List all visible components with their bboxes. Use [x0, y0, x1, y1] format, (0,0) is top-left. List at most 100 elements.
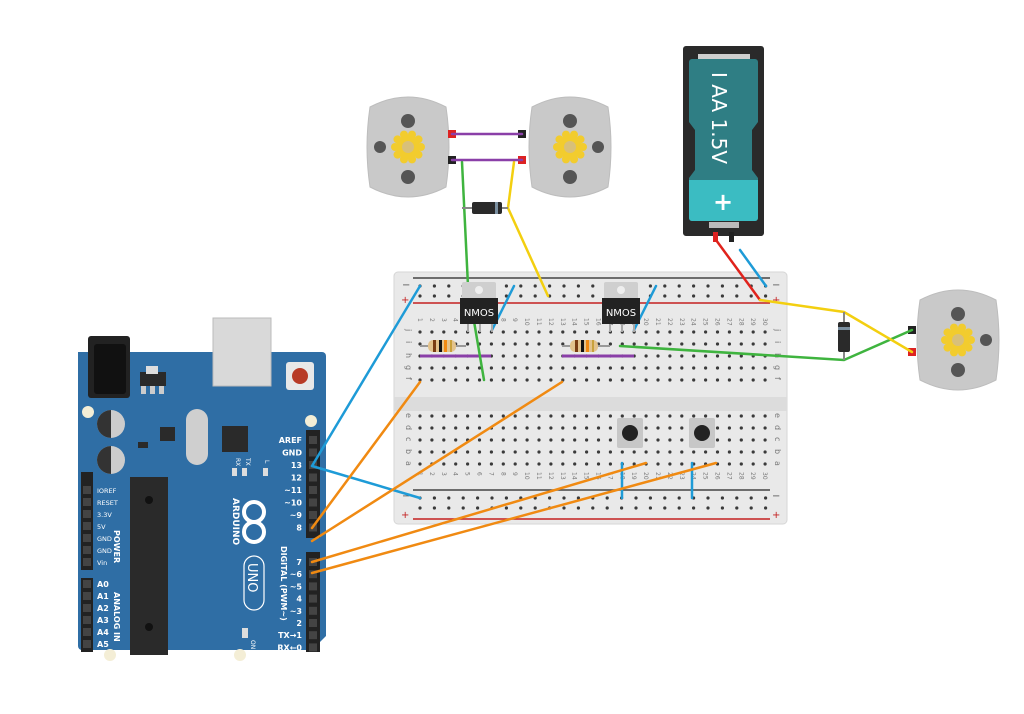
breadboard-hole[interactable]	[644, 330, 648, 334]
dc-motor[interactable]	[518, 96, 612, 198]
battery-aa[interactable]: I AA 1.5V +	[683, 46, 764, 242]
header-pin[interactable]	[83, 510, 91, 518]
rail-hole[interactable]	[764, 506, 768, 510]
header-pin[interactable]	[309, 511, 317, 519]
breadboard-hole[interactable]	[537, 414, 541, 418]
breadboard-hole[interactable]	[727, 330, 732, 334]
header-pin[interactable]	[83, 522, 91, 530]
dc-motor[interactable]	[908, 289, 1000, 391]
breadboard-hole[interactable]	[715, 450, 720, 454]
rail-hole[interactable]	[663, 284, 667, 288]
breadboard-hole[interactable]	[525, 414, 529, 418]
breadboard-hole[interactable]	[561, 414, 565, 418]
rail-hole[interactable]	[476, 496, 480, 500]
rail-hole[interactable]	[706, 284, 710, 288]
breadboard-hole[interactable]	[477, 438, 482, 442]
breadboard-hole[interactable]	[454, 426, 458, 430]
breadboard-hole[interactable]	[418, 462, 422, 466]
rail-hole[interactable]	[562, 294, 566, 298]
breadboard-hole[interactable]	[430, 330, 434, 334]
rail-hole[interactable]	[735, 294, 739, 298]
breadboard-hole[interactable]	[656, 462, 660, 466]
rail-hole[interactable]	[432, 294, 436, 298]
breadboard-hole[interactable]	[656, 438, 660, 442]
push-button[interactable]	[617, 418, 643, 448]
breadboard-hole[interactable]	[466, 378, 470, 382]
breadboard-hole[interactable]	[525, 366, 529, 370]
breadboard-hole[interactable]	[751, 462, 755, 466]
breadboard-hole[interactable]	[715, 354, 720, 358]
header-pin[interactable]	[83, 580, 91, 588]
breadboard-hole[interactable]	[561, 462, 565, 466]
rail-hole[interactable]	[504, 284, 508, 288]
rail-hole[interactable]	[677, 506, 681, 510]
breadboard-hole[interactable]	[454, 462, 458, 466]
breadboard-hole[interactable]	[656, 426, 660, 430]
breadboard-hole[interactable]	[668, 342, 672, 346]
breadboard-hole[interactable]	[608, 366, 613, 370]
breadboard-hole[interactable]	[620, 342, 624, 346]
rail-hole[interactable]	[591, 284, 595, 288]
breadboard-hole[interactable]	[680, 366, 684, 370]
breadboard-hole[interactable]	[537, 438, 541, 442]
rail-hole[interactable]	[418, 506, 422, 510]
breadboard-hole[interactable]	[739, 342, 743, 346]
breadboard-hole[interactable]	[632, 342, 636, 346]
breadboard-hole[interactable]	[501, 450, 505, 454]
breadboard-hole[interactable]	[573, 414, 577, 418]
rail-hole[interactable]	[418, 294, 422, 298]
dc-motor[interactable]	[366, 96, 456, 198]
breadboard-hole[interactable]	[692, 450, 696, 454]
header-pin[interactable]	[83, 616, 91, 624]
breadboard-hole[interactable]	[656, 366, 660, 370]
breadboard-hole[interactable]	[537, 462, 541, 466]
header-pin[interactable]	[83, 486, 91, 494]
rail-hole[interactable]	[548, 284, 552, 288]
header-pin[interactable]	[83, 640, 91, 648]
breadboard-hole[interactable]	[727, 378, 732, 382]
breadboard-hole[interactable]	[751, 414, 755, 418]
breadboard-hole[interactable]	[739, 378, 743, 382]
rail-hole[interactable]	[576, 496, 581, 500]
breadboard-hole[interactable]	[477, 462, 482, 466]
breadboard-hole[interactable]	[430, 378, 434, 382]
breadboard-hole[interactable]	[561, 438, 565, 442]
rail-hole[interactable]	[692, 284, 696, 288]
breadboard-hole[interactable]	[644, 426, 648, 430]
breadboard-hole[interactable]	[704, 414, 708, 418]
header-pin[interactable]	[83, 558, 91, 566]
breadboard-hole[interactable]	[525, 330, 529, 334]
breadboard-hole[interactable]	[727, 366, 732, 370]
breadboard-hole[interactable]	[644, 378, 648, 382]
rail-hole[interactable]	[476, 506, 480, 510]
rail-hole[interactable]	[504, 506, 508, 510]
breadboard-hole[interactable]	[501, 342, 505, 346]
resistor[interactable]	[420, 340, 466, 352]
rail-hole[interactable]	[576, 506, 581, 510]
breadboard-hole[interactable]	[454, 438, 458, 442]
breadboard-hole[interactable]	[585, 462, 589, 466]
breadboard-hole[interactable]	[596, 414, 601, 418]
breadboard-hole[interactable]	[525, 438, 529, 442]
breadboard-hole[interactable]	[418, 342, 422, 346]
breadboard-hole[interactable]	[715, 438, 720, 442]
breadboard-hole[interactable]	[763, 414, 767, 418]
breadboard-hole[interactable]	[632, 414, 636, 418]
breadboard-hole[interactable]	[561, 366, 565, 370]
breadboard-hole[interactable]	[454, 330, 458, 334]
breadboard-hole[interactable]	[668, 330, 672, 334]
rail-hole[interactable]	[735, 496, 739, 500]
rail-hole[interactable]	[504, 496, 508, 500]
rail-hole[interactable]	[620, 506, 624, 510]
breadboard-hole[interactable]	[525, 450, 529, 454]
rail-hole[interactable]	[692, 506, 696, 510]
breadboard-hole[interactable]	[513, 354, 517, 358]
rail-hole[interactable]	[692, 294, 696, 298]
rail-hole[interactable]	[432, 496, 436, 500]
wire-red-battery[interactable]	[714, 238, 762, 302]
breadboard-hole[interactable]	[727, 450, 732, 454]
breadboard-hole[interactable]	[585, 366, 589, 370]
breadboard-hole[interactable]	[668, 366, 672, 370]
breadboard-hole[interactable]	[739, 330, 743, 334]
breadboard-hole[interactable]	[763, 378, 767, 382]
